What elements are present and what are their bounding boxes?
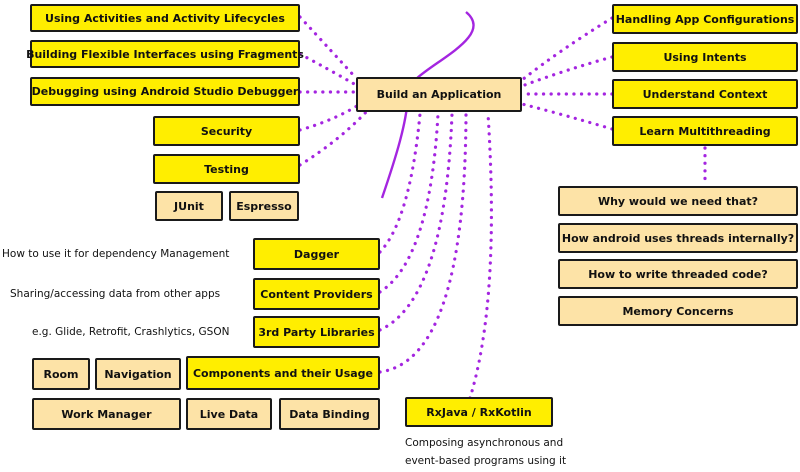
topic-security[interactable]: Security	[153, 116, 300, 146]
topic-debugging-label: Debugging using Android Studio Debugger	[31, 85, 299, 98]
multithreading-subtopic-label: Why would we need that?	[597, 194, 759, 208]
multithreading-subtopic[interactable]: How to write threaded code?	[558, 259, 798, 289]
topic-rx-label: RxJava / RxKotlin	[426, 405, 532, 419]
topic-third-party-libraries[interactable]: 3rd Party Libraries	[253, 316, 380, 348]
topic-content-providers-label: Content Providers	[260, 287, 373, 301]
component-live-data[interactable]: Live Data	[186, 398, 272, 430]
topic-intents[interactable]: Using Intents	[612, 42, 798, 72]
multithreading-subtopic-label: Memory Concerns	[622, 304, 734, 318]
component-room-label: Room	[43, 367, 79, 381]
topic-configurations[interactable]: Handling App Configurations	[612, 4, 798, 34]
multithreading-subtopic[interactable]: How android uses threads internally?	[558, 223, 798, 253]
connector-multithreading	[520, 102, 614, 131]
connector-activities	[298, 15, 358, 80]
connector-dagger	[378, 112, 422, 254]
topic-intents-label: Using Intents	[663, 50, 747, 64]
subtopic-junit-label: JUnit	[174, 199, 204, 213]
topic-context[interactable]: Understand Context	[612, 79, 798, 109]
subtopic-espresso[interactable]: Espresso	[229, 191, 299, 221]
third-party-note: e.g. Glide, Retrofit, Crashlytics, GSON	[32, 326, 230, 338]
topic-activities-label: Using Activities and Activity Lifecycles	[45, 11, 285, 25]
multithreading-subtopic[interactable]: Why would we need that?	[558, 186, 798, 216]
topic-testing-label: Testing	[204, 162, 249, 176]
multithreading-subtopic-label: How android uses threads internally?	[561, 231, 795, 245]
topic-security-label: Security	[200, 124, 253, 138]
component-navigation-label: Navigation	[104, 367, 172, 381]
component-live-data-label: Live Data	[199, 407, 259, 421]
rx-note-line2: event-based programs using it	[405, 455, 567, 467]
component-data-binding[interactable]: Data Binding	[279, 398, 380, 430]
topic-activities[interactable]: Using Activities and Activity Lifecycles	[30, 4, 300, 32]
connector-content-providers	[378, 112, 440, 294]
subtopic-espresso-label: Espresso	[236, 199, 292, 213]
topic-fragments-label: Building Flexible Interfaces using Fragm…	[26, 47, 304, 61]
dagger-note: How to use it for dependency Management	[2, 248, 230, 260]
connector-components	[378, 112, 468, 374]
connector-testing	[298, 108, 370, 167]
topic-dagger[interactable]: Dagger	[253, 238, 380, 270]
topic-testing[interactable]: Testing	[153, 154, 300, 184]
connector-intents	[520, 55, 614, 88]
component-work-manager-label: Work Manager	[61, 407, 152, 421]
topic-multithreading[interactable]: Learn Multithreading	[612, 116, 798, 146]
topic-components[interactable]: Components and their Usage	[186, 356, 380, 390]
topic-content-providers[interactable]: Content Providers	[253, 278, 380, 310]
content-providers-note: Sharing/accessing data from other apps	[10, 288, 221, 300]
component-data-binding-label: Data Binding	[289, 407, 370, 421]
connector-configurations	[520, 16, 614, 82]
topic-rx[interactable]: RxJava / RxKotlin	[405, 397, 553, 427]
topic-debugging[interactable]: Debugging using Android Studio Debugger	[30, 77, 300, 106]
connector-rx	[468, 112, 494, 400]
component-navigation[interactable]: Navigation	[95, 358, 181, 390]
topic-multithreading-label: Learn Multithreading	[639, 124, 771, 138]
topic-third-party-libraries-label: 3rd Party Libraries	[258, 325, 375, 339]
connector-security	[298, 102, 362, 132]
topic-configurations-label: Handling App Configurations	[615, 12, 795, 26]
multithreading-subtopic[interactable]: Memory Concerns	[558, 296, 798, 326]
center-node-label: Build an Application	[376, 88, 502, 101]
topic-dagger-label: Dagger	[293, 247, 340, 261]
subtopic-junit[interactable]: JUnit	[155, 191, 223, 221]
topic-fragments[interactable]: Building Flexible Interfaces using Fragm…	[26, 40, 304, 68]
multithreading-subtopic-label: How to write threaded code?	[588, 267, 768, 281]
component-work-manager[interactable]: Work Manager	[32, 398, 181, 430]
topic-components-label: Components and their Usage	[192, 366, 374, 380]
topic-context-label: Understand Context	[642, 87, 768, 101]
center-node[interactable]: Build an Application	[356, 77, 522, 112]
connector-fragments	[298, 52, 358, 87]
rx-note-line1: Composing asynchronous and	[405, 437, 564, 449]
component-room[interactable]: Room	[32, 358, 90, 390]
